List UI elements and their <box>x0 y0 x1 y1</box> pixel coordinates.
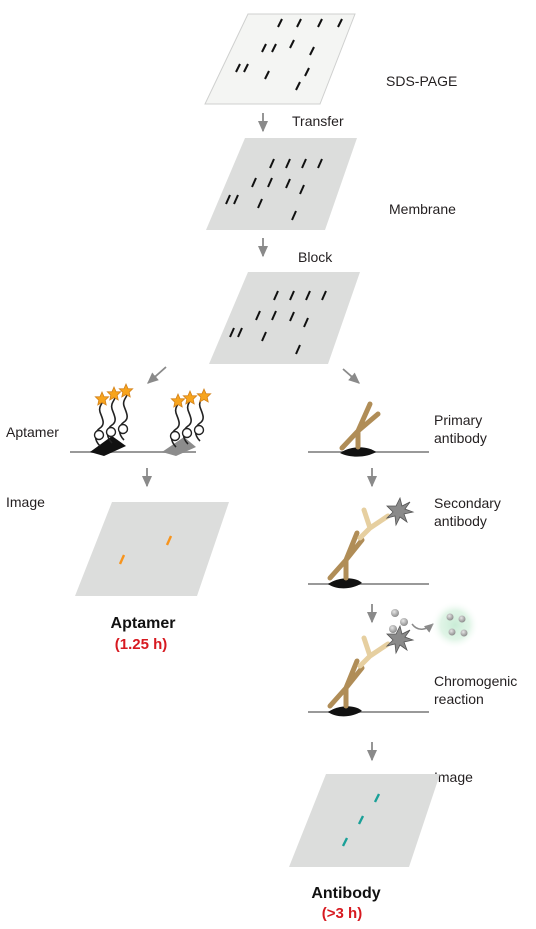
chromogenic-label-line1: Chromogenic <box>434 673 517 689</box>
arrow-to-aptamer <box>147 366 167 384</box>
membrane <box>206 138 357 230</box>
fluorophore-star-icon <box>196 388 212 403</box>
aptamer-cluster-left <box>90 383 134 456</box>
primary-antibody <box>339 401 381 457</box>
fluorophore-star-icon <box>106 386 122 401</box>
aptamer-result-membrane <box>75 502 229 596</box>
antibody-image-label: Image <box>434 769 473 785</box>
aptamer-title: Aptamer <box>111 615 176 632</box>
antibody-result-membrane <box>289 774 440 867</box>
aptamer-image-label: Image <box>6 494 45 510</box>
arrow-to-antibody <box>342 368 360 384</box>
fluorophore-star-icon <box>118 383 134 398</box>
membrane-bands <box>225 158 323 221</box>
aptamer-band <box>118 554 126 565</box>
enzyme-burst-icon <box>385 496 415 527</box>
antibody-time: (>3 h) <box>322 905 362 922</box>
step-label-block: Block <box>298 249 333 265</box>
enzyme-burst-icon <box>385 624 415 655</box>
aptamer-cluster-right <box>162 388 212 456</box>
blocked-membrane <box>209 272 360 364</box>
antibody-band <box>341 837 349 847</box>
chromogenic-antibody-complex <box>327 624 415 717</box>
step-label-transfer: Transfer <box>292 113 344 129</box>
sds-page-gel <box>204 13 356 105</box>
secondary-label-line2: antibody <box>434 513 487 529</box>
secondary-label-line1: Secondary <box>434 495 501 511</box>
step-label-membrane: Membrane <box>389 201 456 217</box>
antibody-band <box>357 815 365 825</box>
aptamer-band <box>165 535 173 546</box>
gel-bands <box>235 18 343 91</box>
antibody-band <box>373 793 381 803</box>
step-label-sds-page: SDS-PAGE <box>386 73 457 89</box>
chromogenic-label-line2: reaction <box>434 691 484 707</box>
antibody-title: Antibody <box>311 885 380 902</box>
substrate-conversion <box>389 601 479 649</box>
primary-label-line2: antibody <box>434 430 487 446</box>
aptamer-step-label: Aptamer <box>6 424 59 440</box>
blocked-membrane-bands <box>229 290 327 355</box>
secondary-antibody-complex <box>327 496 415 589</box>
aptamer-time: (1.25 h) <box>115 636 168 653</box>
primary-label-line1: Primary <box>434 412 482 428</box>
